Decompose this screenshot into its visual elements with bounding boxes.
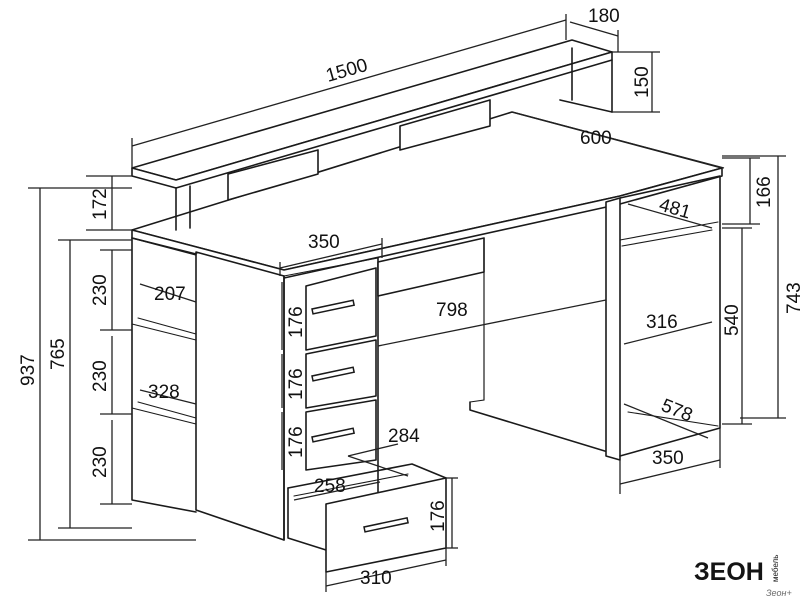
dim-drawer-2-height: 176 (286, 368, 307, 400)
dim-shelf-height: 150 (632, 66, 653, 98)
top-shelf (131, 39, 613, 231)
dim-drawer-inner-depth: 284 (388, 426, 420, 447)
brand-logo: ЗЕОН мебель Зеон+ (694, 555, 792, 598)
dim-right-inner-depth: 481 (657, 195, 693, 224)
dim-right-inner-height: 540 (722, 304, 743, 336)
dim-shelf-top-depth: 207 (154, 284, 186, 305)
dim-right-upper-height: 166 (754, 176, 775, 208)
brand-tagline: Зеон+ (766, 588, 792, 598)
drawer-1-handle (311, 299, 356, 315)
dim-right-base-width: 350 (652, 448, 684, 469)
drawer-3-handle (311, 427, 356, 443)
drawer-1-front (305, 267, 377, 351)
dim-drawer-block-width: 350 (308, 232, 340, 253)
shelf-box-2 (399, 99, 491, 151)
left-shelf-unit-side (195, 251, 285, 541)
dim-knee-width: 798 (436, 300, 468, 321)
dim-shelf-mid-depth: 328 (148, 382, 180, 403)
brand-name: ЗЕОН (694, 558, 764, 586)
dim-drawer-1-height: 176 (286, 306, 307, 338)
dim-drawer-3-height: 176 (286, 426, 307, 458)
dim-left-total-height: 937 (18, 354, 39, 386)
dim-shelf-2-height: 230 (90, 360, 111, 392)
dim-drawer-front-width: 310 (360, 568, 392, 589)
right-cabinet-front (605, 197, 621, 461)
dim-left-inner-height: 765 (48, 338, 69, 370)
dim-drawer-4-height: 176 (428, 500, 449, 532)
dim-drawer-inner-width: 258 (314, 476, 346, 497)
dim-shelf-3-height: 230 (90, 446, 111, 478)
dim-right-inner-width: 316 (646, 312, 678, 333)
brand-subtitle: мебель (771, 555, 780, 582)
dim-top-width: 1500 (324, 55, 370, 87)
dim-shelf-1-height: 230 (90, 274, 111, 306)
dimension-lines (28, 14, 786, 592)
dim-desk-depth: 600 (580, 128, 612, 149)
dim-right-total-height: 743 (784, 282, 800, 314)
desk-outline (131, 111, 723, 573)
drawer-2-handle (311, 366, 356, 382)
shelf-box-1 (227, 149, 319, 201)
dim-top-gap-height: 172 (90, 188, 111, 220)
dim-shelf-depth: 180 (588, 6, 620, 27)
open-drawer-handle (363, 516, 409, 533)
